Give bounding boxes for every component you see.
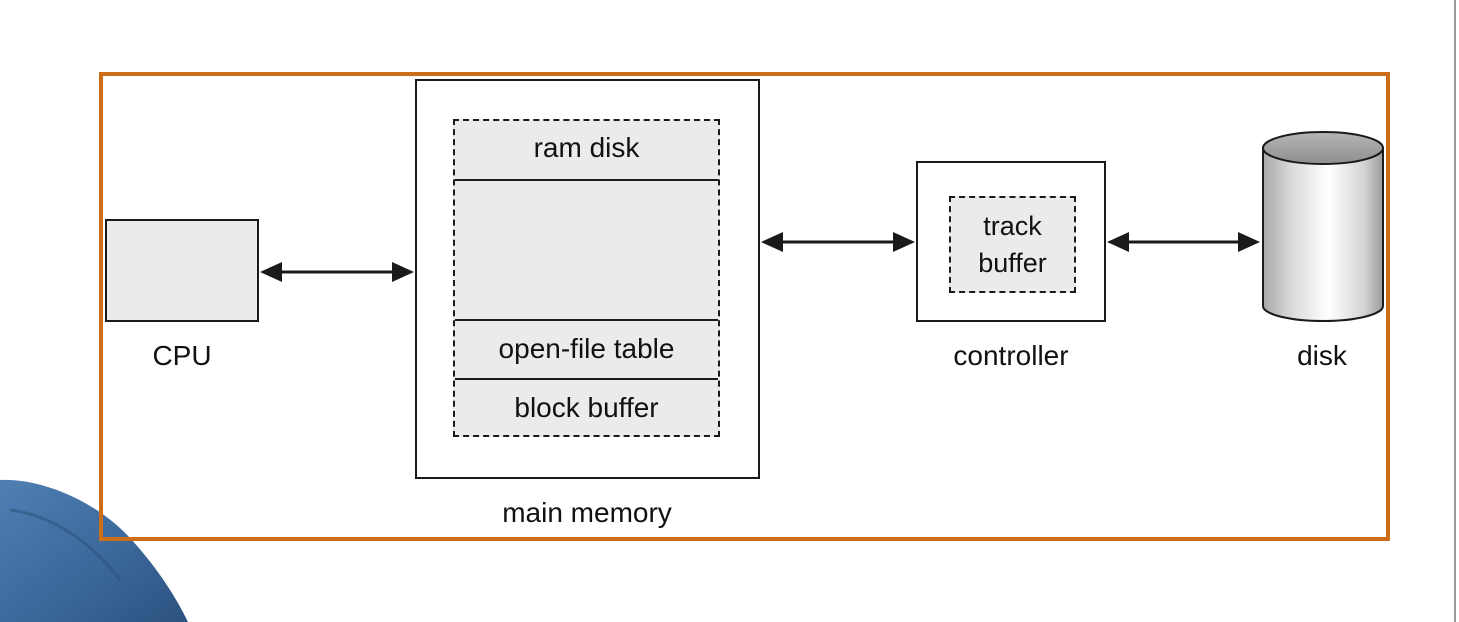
track-buffer-label-line1: track <box>983 211 1042 241</box>
memory-divider <box>455 319 718 321</box>
presenter-shoulder <box>0 479 188 622</box>
arrow-memory-controller <box>761 232 915 252</box>
arrow-controller-disk <box>1107 232 1260 252</box>
memory-divider <box>455 179 718 181</box>
disk-label: disk <box>1297 340 1347 371</box>
track-buffer-region <box>949 196 1076 293</box>
cpu-box <box>105 219 259 322</box>
cpu-label: CPU <box>152 340 212 371</box>
memory-divider <box>455 378 718 380</box>
window-edge <box>1454 0 1456 622</box>
track-buffer-label-line2: buffer <box>978 248 1047 278</box>
main-memory-label: main memory <box>502 497 672 528</box>
open-file-table-label: open-file table <box>498 333 675 364</box>
controller-label: controller <box>953 340 1069 371</box>
disk-cylinder-icon <box>1262 131 1384 322</box>
block-buffer-label: block buffer <box>514 392 659 423</box>
ram-disk-label: ram disk <box>533 132 640 163</box>
diagram-frame <box>99 72 1390 541</box>
arrow-cpu-memory <box>260 262 414 282</box>
memory-dashed-region <box>453 119 720 437</box>
